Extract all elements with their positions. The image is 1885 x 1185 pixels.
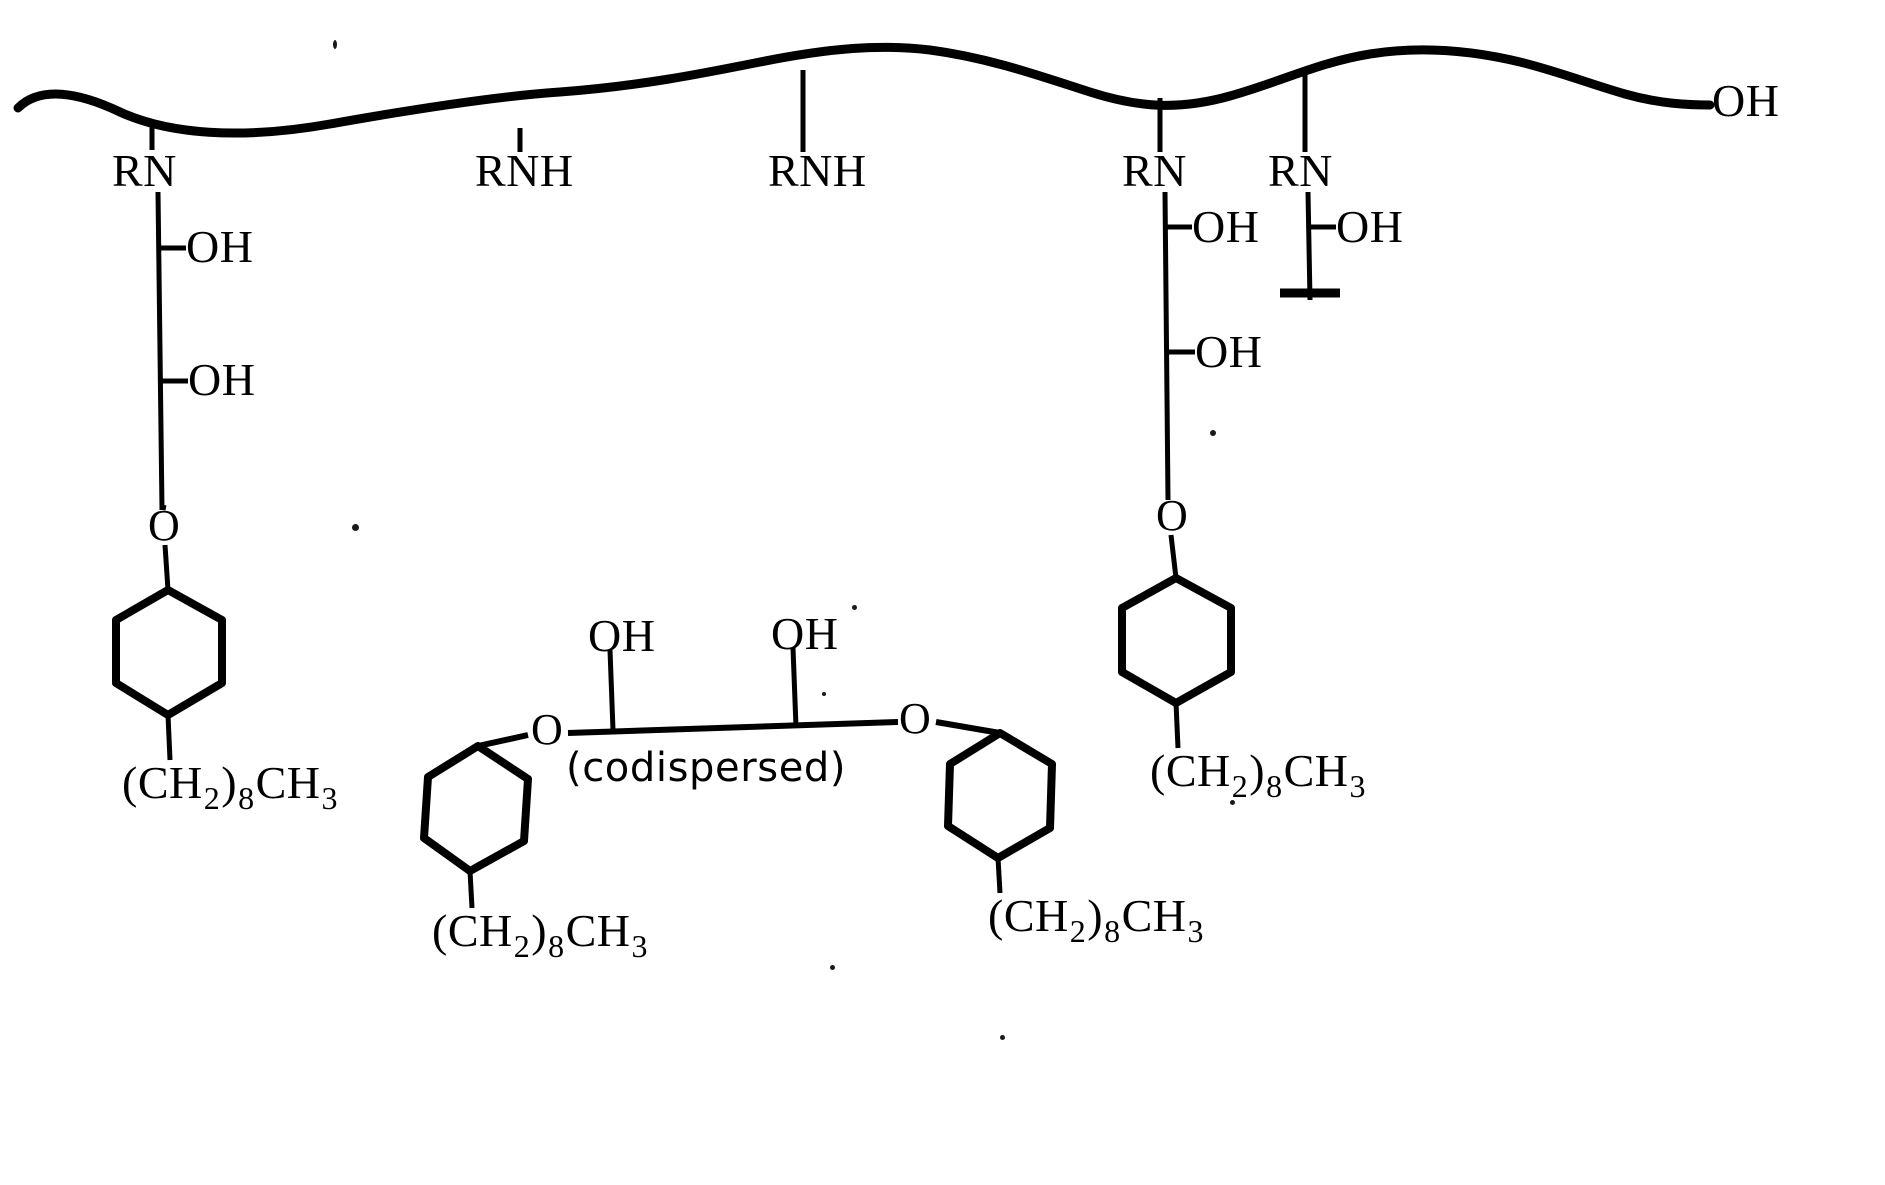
right-tail-ch: CH bbox=[1283, 745, 1349, 796]
left-pendant-rn-label: RN bbox=[112, 145, 177, 196]
left-chain-alkyl-tail-label: (CH2)8CH3 bbox=[122, 757, 339, 815]
cd-right-tail-sub-3: 3 bbox=[1187, 913, 1204, 949]
cd-left-tail-sub-8: 8 bbox=[548, 928, 565, 964]
scan-speck bbox=[352, 524, 359, 531]
middle-pendant-2-rnh-label: RNH bbox=[768, 145, 867, 196]
left-chain-ether-oxygen-label: O bbox=[148, 501, 180, 550]
left-chain-hydroxyl-1-label: OH bbox=[186, 221, 254, 272]
right-cyclohexane-ring bbox=[1118, 574, 1235, 749]
cd-right-tail-sub-8: 8 bbox=[1104, 913, 1121, 949]
cd-right-tail-sub-2: 2 bbox=[1069, 913, 1087, 949]
codispersed-hydroxyl-left-label: OH bbox=[588, 610, 656, 661]
left-tail-open: (CH bbox=[122, 757, 203, 808]
right-tail-sub-8: 8 bbox=[1266, 768, 1283, 804]
cd-right-tail-open: (CH bbox=[988, 890, 1069, 941]
right-chain-alkyl-tail-label: (CH2)8CH3 bbox=[1150, 745, 1367, 803]
right-tail-sub-3: 3 bbox=[1349, 768, 1366, 804]
right-chain-hydroxyl-2-label: OH bbox=[1195, 326, 1263, 377]
middle-pendant-1-rnh-label: RNH bbox=[475, 145, 574, 196]
left-tail-sub-3: 3 bbox=[321, 780, 338, 816]
cd-right-tail-ch: CH bbox=[1121, 890, 1187, 941]
right-chain-spine bbox=[1162, 191, 1195, 579]
scan-speck bbox=[333, 40, 337, 49]
left-tail-close: ) bbox=[221, 757, 238, 808]
left-chain-spine bbox=[155, 191, 188, 591]
right-pendant-rn-label: RN bbox=[1122, 145, 1187, 196]
codispersed-right-alkyl-tail-label: (CH2)8CH3 bbox=[988, 890, 1205, 948]
scan-speck bbox=[1000, 1035, 1005, 1040]
polymer-backbone-path bbox=[13, 42, 1715, 138]
scan-speck bbox=[852, 605, 857, 610]
far-right-pendant-rn-label: RN bbox=[1268, 145, 1333, 196]
scan-speck bbox=[822, 692, 826, 696]
left-cyclohexane-ring bbox=[112, 586, 226, 761]
scan-speck bbox=[830, 965, 835, 970]
scan-speck bbox=[1210, 430, 1216, 436]
far-right-chain-spine bbox=[1280, 191, 1340, 301]
codispersed-left-ring bbox=[420, 742, 532, 909]
left-tail-ch: CH bbox=[255, 757, 321, 808]
left-tail-sub-8: 8 bbox=[238, 780, 255, 816]
codispersed-left-alkyl-tail-label: (CH2)8CH3 bbox=[432, 905, 649, 963]
right-chain-ether-oxygen-label: O bbox=[1156, 491, 1188, 540]
far-right-chain-hydroxyl-label: OH bbox=[1336, 201, 1404, 252]
cd-left-tail-sub-2: 2 bbox=[513, 928, 531, 964]
cd-left-tail-open: (CH bbox=[432, 905, 513, 956]
backbone-terminal-oh-label: OH bbox=[1712, 75, 1780, 126]
codispersed-backbone bbox=[477, 647, 1001, 749]
right-tail-open: (CH bbox=[1150, 745, 1231, 796]
codispersed-caption: (codispersed) bbox=[566, 745, 847, 791]
right-tail-sub-2: 2 bbox=[1231, 768, 1249, 804]
cd-left-tail-close: ) bbox=[531, 905, 548, 956]
left-chain-hydroxyl-2-label: OH bbox=[188, 354, 256, 405]
left-tail-sub-2: 2 bbox=[203, 780, 221, 816]
codispersed-right-ring bbox=[944, 729, 1056, 894]
right-tail-close: ) bbox=[1249, 745, 1266, 796]
scan-speck bbox=[1230, 800, 1235, 805]
codispersed-ether-oxygen-right-label: O bbox=[899, 694, 931, 743]
codispersed-ether-oxygen-left-label: O bbox=[531, 705, 563, 754]
cd-left-tail-ch: CH bbox=[565, 905, 631, 956]
codispersed-hydroxyl-right-label: OH bbox=[771, 608, 839, 659]
right-chain-hydroxyl-1-label: OH bbox=[1192, 201, 1260, 252]
cd-right-tail-close: ) bbox=[1087, 890, 1104, 941]
cd-left-tail-sub-3: 3 bbox=[631, 928, 648, 964]
